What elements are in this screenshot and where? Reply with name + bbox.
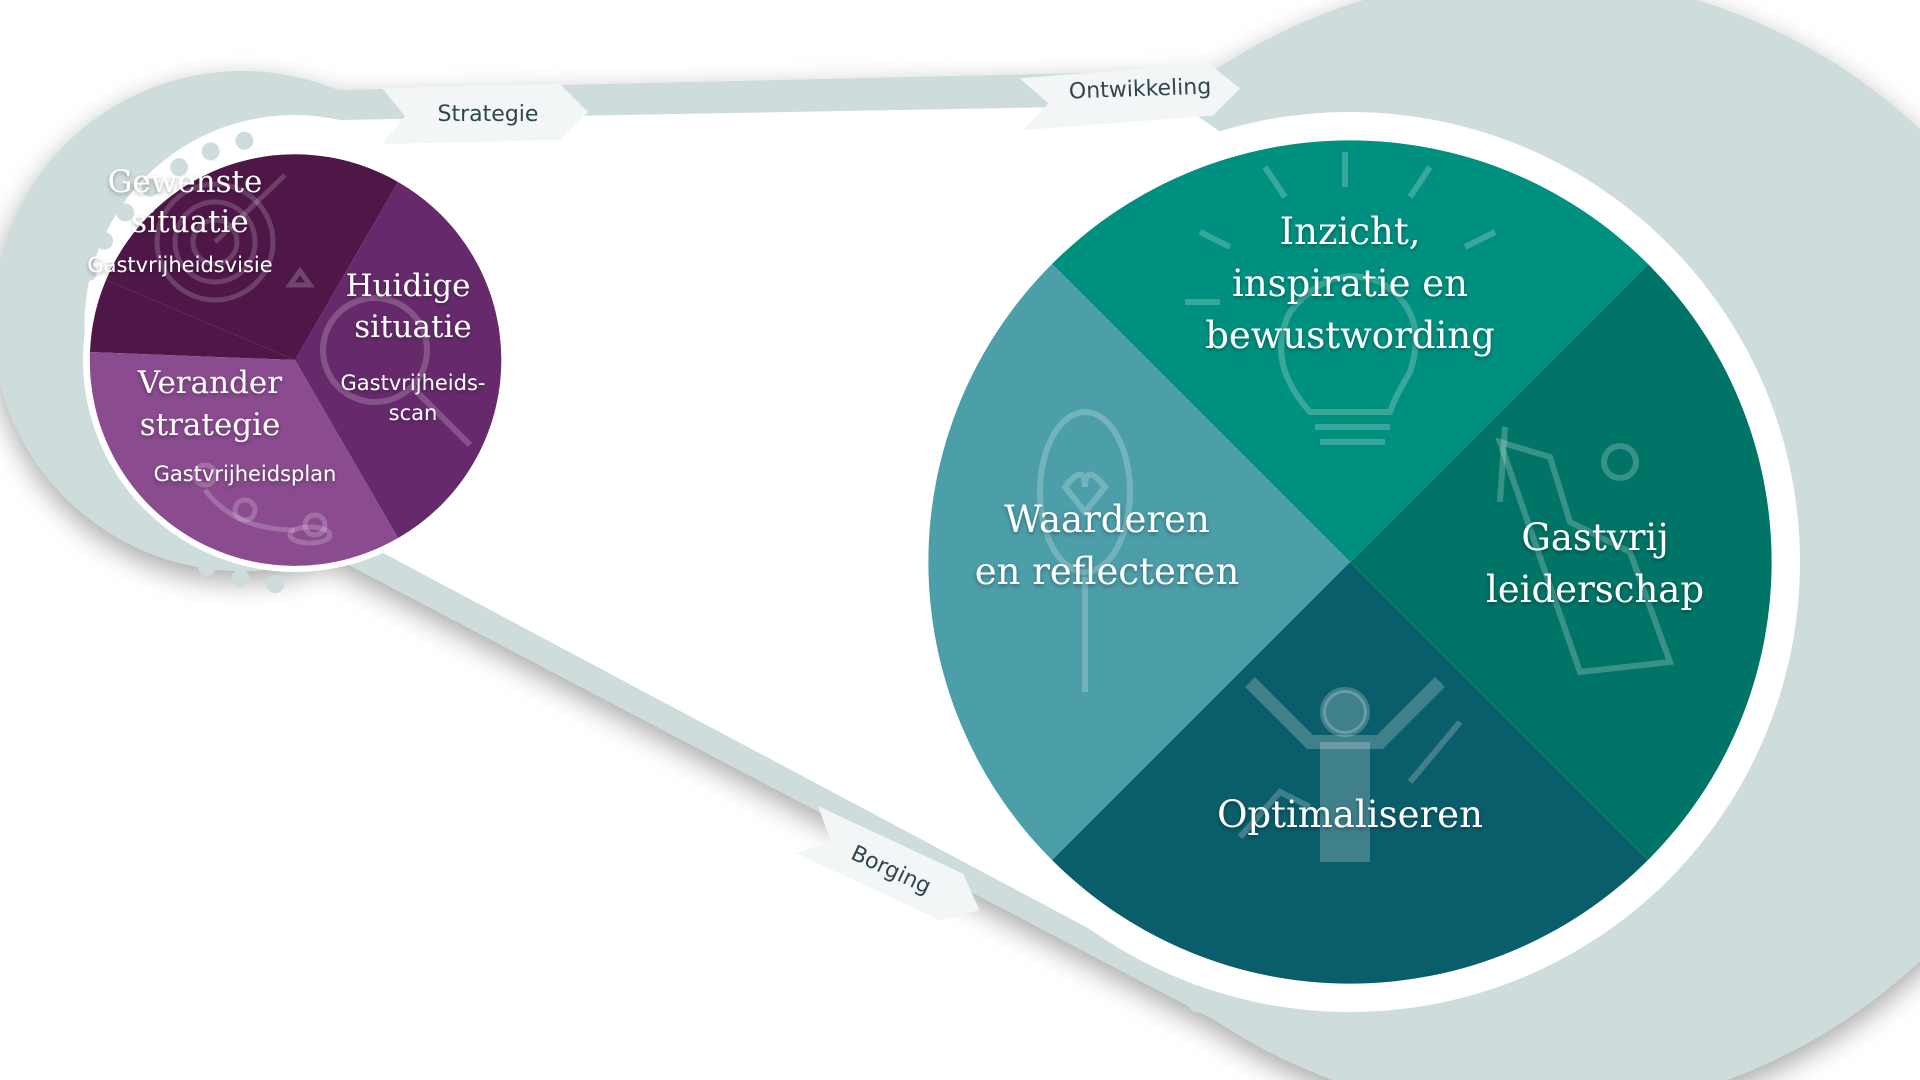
belt-tooth [1560,142,1583,165]
belt-tooth [1391,88,1414,111]
belt-tooth [1302,87,1325,110]
belt-tooth [1230,1003,1253,1026]
belt-tooth [1535,972,1558,995]
belt-tooth [1773,717,1796,740]
belt-tooth [1796,631,1819,654]
small-desired-title-2: situatie [131,204,248,240]
belt-tooth [61,331,80,350]
big-appreciate-line-1: Waarderen [1004,498,1210,541]
belt-tooth [1520,122,1543,145]
belt-tooth [1575,951,1598,974]
magnifier-icon [320,295,473,448]
belt-tooth [1599,165,1622,188]
belt-tooth [235,131,254,150]
big-leadership-line-1: Gastvrij [1521,516,1668,559]
belt-tooth [1647,899,1670,922]
climbing-team-icon [1495,426,1675,676]
belt-tooth [1612,927,1635,950]
belt-tooth [141,178,160,197]
big-appreciate-line-2: en reflecteren [975,550,1240,593]
belt-tooth [138,520,157,539]
big-wheel: Inzicht, inspiratie en bewustwording Gas… [900,112,1800,1012]
belt-tooth [1347,86,1370,109]
belt-tooth [1801,498,1824,521]
belt-tooth [77,435,96,454]
belt-tooth [1724,290,1747,313]
small-current-subtitle-2: scan [389,401,438,425]
small-wheel: Gewenste situatie Gastvrijheidsvisie Hui… [83,148,507,572]
belt-label-strategy: Strategie [438,102,539,127]
belt-tooth [1494,989,1517,1012]
belt-tooth [1803,542,1826,565]
belt-tooth [170,158,189,177]
small-desired-subtitle: Gastvrijheidsvisie [87,253,272,277]
small-segment-desired[interactable] [106,154,398,360]
belt-tooth [1478,107,1501,130]
lightbulb-icon [1185,152,1497,445]
person-growth-icon [1237,677,1463,862]
belt-tooth [1318,1015,1341,1038]
belt-tooth [1435,96,1458,119]
belt-tag-strategy: Strategie [382,84,588,144]
belt-tooth [95,231,114,250]
big-leadership-line-2: leiderschap [1486,568,1704,611]
belt-tooth [1451,1002,1474,1025]
small-segment-change[interactable] [89,352,399,566]
belt-tooth [266,575,285,594]
belt-tooth [113,495,132,514]
belt-tooth [1787,675,1810,698]
small-current-title-2: situatie [354,309,471,345]
belt-tag-development: Ontwikkeling [1019,63,1241,131]
belt-tooth [201,142,220,161]
belt-tooth [1793,454,1816,477]
belt-tooth [93,466,112,485]
big-optimise-line-1: Optimaliseren [1217,793,1483,836]
belt-tooth [1363,1015,1386,1038]
belt-tooth [1258,93,1281,116]
small-desired-title-1: Gewenste [108,164,263,200]
belt-tooth [1755,758,1778,781]
small-segment-current[interactable] [295,182,502,538]
big-insight-line-3: bewustwording [1205,314,1495,357]
small-change-subtitle: Gastvrijheidsplan [154,462,337,486]
belt-tooth [1747,329,1770,352]
belt-tooth [166,541,185,560]
belt-tooth [61,366,80,385]
belt-tooth [66,401,85,420]
belt-tooth [1707,834,1730,857]
belt-tooth [198,558,217,577]
big-segment-optimise[interactable] [1052,562,1648,984]
belt-tooth [1274,1011,1297,1034]
big-insight-line-1: Inzicht, [1280,210,1421,253]
belt-tooth [1697,255,1720,278]
mirror-icon [1037,409,1133,692]
big-segment-leadership[interactable] [1350,264,1772,860]
belt-tooth [1679,868,1702,891]
belt-teeth [61,86,1826,1038]
small-current-subtitle-1: Gastvrijheids- [341,371,486,395]
belt-tooth [1767,369,1790,392]
belt-tooth [1407,1010,1430,1033]
big-segment-appreciate[interactable] [928,264,1350,860]
belt-tooth [116,203,135,222]
belt-tooth [78,263,97,282]
belt-tooth [1733,797,1756,820]
big-insight-line-2: inspiratie en [1232,262,1468,305]
belt-tooth [1782,411,1805,434]
belt-tooth [231,569,250,588]
small-change-title-1: Verander [137,365,282,401]
small-change-title-2: strategie [140,407,281,443]
belt-tooth [67,296,86,315]
small-segment-desired-left[interactable] [90,280,295,360]
strategy-board-icon [192,266,333,546]
belt-tooth [1634,192,1657,215]
belt-label-development: Ontwikkeling [1068,75,1211,105]
big-segment-insight[interactable] [1052,140,1648,562]
target-arrow-icon [154,173,287,303]
belt-tooth [1802,587,1825,610]
belt-tooth [1187,990,1210,1013]
belt-tooth [1667,222,1690,245]
small-current-title-1: Huidige [346,268,471,304]
